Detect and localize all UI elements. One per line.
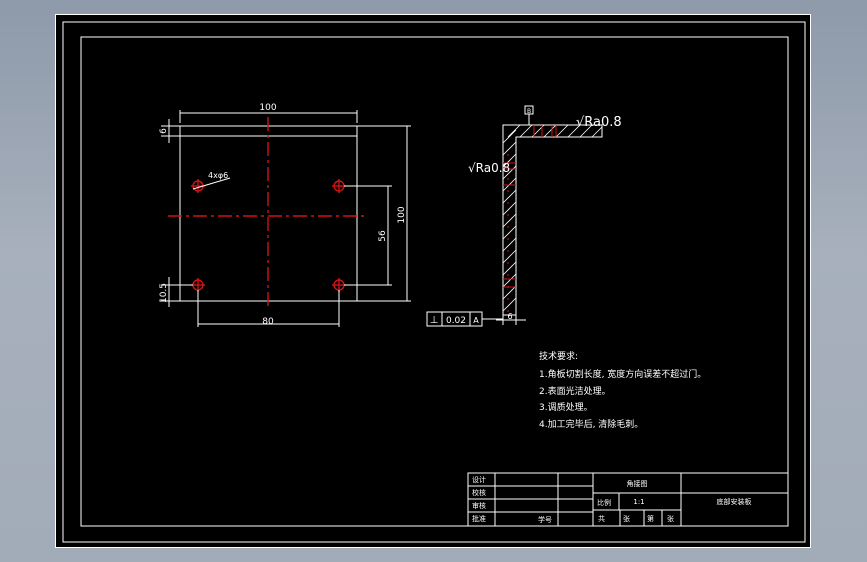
dim-thickness: 6: [159, 128, 169, 134]
hole-leader-line: [192, 177, 231, 190]
section-hole-marks: [503, 125, 557, 315]
dim-hole-offset: 10.5: [159, 283, 169, 303]
tb-scale-value: 1:1: [633, 498, 644, 506]
tech-title: 技术要求:: [539, 350, 578, 362]
dim-width-top: 100: [259, 103, 276, 113]
tolerance-frame: ⊥ 0.02 A: [426, 311, 503, 327]
dim-height: 100: [397, 206, 407, 223]
tb-sheet-unit: 张: [623, 514, 630, 523]
dim-hole-spacing-horizontal: 80: [262, 317, 274, 327]
tech-item: 2.表面光洁处理。: [539, 385, 611, 397]
angle-profile: [502, 124, 603, 316]
dim-hole-spacing-vertical: 56: [378, 230, 388, 242]
tech-item: 4.加工完毕后, 清除毛刺。: [539, 418, 643, 430]
tb-drawing-title: 底部安装板: [717, 497, 752, 506]
tolerance-symbol: ⊥: [430, 315, 439, 326]
tech-item: 3.调质处理。: [539, 401, 593, 413]
tb-review: 审核: [472, 501, 486, 510]
tolerance-datum: A: [473, 316, 479, 325]
mounting-holes: [191, 179, 346, 292]
dim-thickness-bottom: 6: [507, 312, 512, 321]
inner-frame: [80, 36, 789, 527]
roughness-top: √Ra0.8: [576, 115, 622, 130]
tb-sign: 学号: [538, 515, 552, 524]
datum-box: [524, 105, 534, 115]
tb-approve: 批准: [472, 514, 486, 523]
tb-sheet-no: 第: [647, 514, 654, 523]
section-hatch: [502, 124, 603, 312]
drawing-sheet: 100 6 100 56 10.5 80 4xφ6: [55, 14, 811, 548]
title-block: 设计 校核 审核 批准 学号 角接图 比例 1:1 底部安装板 共 张 第 张: [467, 472, 789, 527]
tb-sheet-unit2: 张: [667, 514, 674, 523]
plate-view: 100 6 100 56 10.5 80 4xφ6: [159, 103, 411, 327]
tb-part-name: 角接图: [627, 479, 648, 488]
tb-design: 设计: [472, 475, 486, 484]
roughness-left: √Ra0.8: [468, 161, 510, 175]
tb-scale-label: 比例: [597, 498, 611, 507]
section-view: B √Ra0.8 √Ra0.8 6 ⊥ 0.02 A: [426, 105, 622, 327]
tech-item: 1.角板切割长度, 宽度方向误差不超过门。: [539, 368, 706, 380]
tech-requirements: 技术要求: 1.角板切割长度, 宽度方向误差不超过门。 2.表面光洁处理。 3.…: [539, 350, 706, 430]
outer-frame: [62, 21, 806, 543]
tb-sheet-total: 共: [598, 514, 605, 523]
tb-check: 校核: [472, 488, 486, 497]
hole-callout: 4xφ6: [208, 171, 228, 180]
cad-drawing: 100 6 100 56 10.5 80 4xφ6: [62, 21, 806, 543]
tolerance-value: 0.02: [446, 316, 466, 326]
datum-letter: B: [527, 108, 531, 115]
